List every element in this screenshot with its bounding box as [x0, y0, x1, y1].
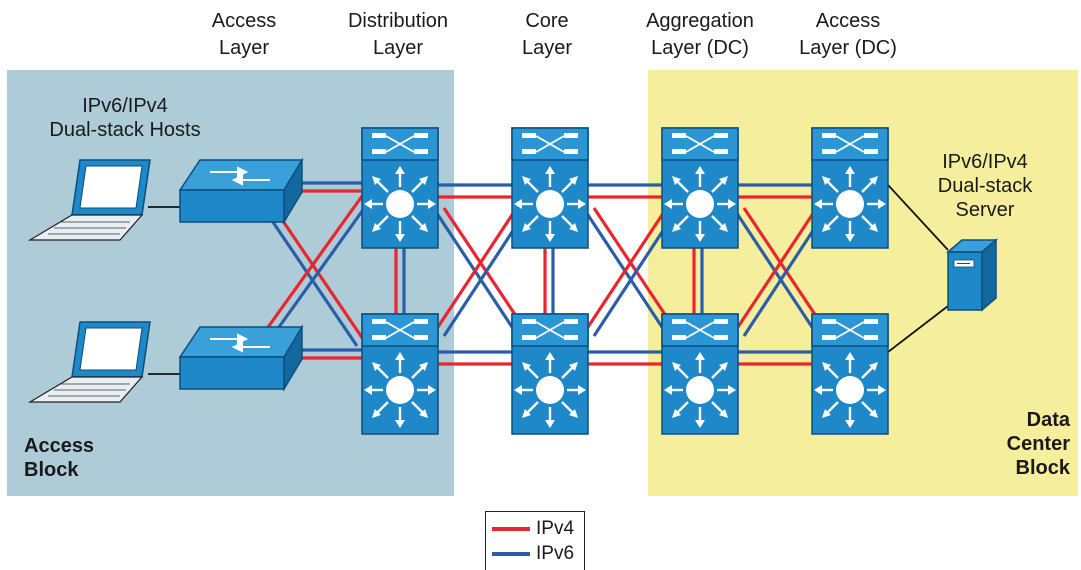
- server-label: IPv6/IPv4 Dual-stack Server: [937, 151, 1033, 221]
- server-icon: [947, 239, 997, 311]
- legend-item-ipv6: IPv6: [492, 543, 574, 565]
- multilayer-switch-icon: [660, 312, 740, 436]
- laptop-icon: [29, 159, 151, 241]
- multilayer-switch-icon: [510, 312, 590, 436]
- dual-stack-links: [256, 181, 822, 366]
- server-link: [887, 184, 949, 251]
- legend-swatch-ipv6: [492, 552, 530, 556]
- layer-label-aggregation: Aggregation Layer (DC): [646, 10, 754, 59]
- multilayer-switch-icon: [360, 126, 440, 250]
- multilayer-switch-icon: [660, 126, 740, 250]
- layer-label-distribution: Distribution Layer: [347, 10, 449, 59]
- legend-label-ipv4: IPv4: [536, 518, 575, 539]
- layer-label-core: Core Layer: [521, 10, 573, 59]
- legend: IPv4 IPv6: [485, 511, 585, 570]
- legend-label-ipv6: IPv6: [536, 543, 575, 564]
- layer2-switch-icon: [179, 326, 303, 390]
- multilayer-switch-icon: [510, 126, 590, 250]
- data-center-block-label: Data Center Block: [1006, 409, 1070, 479]
- host-links: [148, 184, 949, 375]
- multilayer-switch-icon: [810, 126, 890, 250]
- access-block-label: Access Block: [24, 435, 95, 481]
- layer2-switch-icon: [179, 159, 303, 223]
- hosts-label: IPv6/IPv4 Dual-stack Hosts: [49, 95, 201, 141]
- legend-item-ipv4: IPv4: [492, 518, 574, 540]
- multilayer-switch-icon: [360, 312, 440, 436]
- server-link: [887, 305, 949, 353]
- layer-label-access: Access Layer: [211, 10, 277, 59]
- laptop-icon: [29, 321, 151, 403]
- legend-swatch-ipv4: [492, 527, 530, 531]
- multilayer-switch-icon: [810, 312, 890, 436]
- layer-label-access-dc: Access Layer (DC): [799, 10, 897, 59]
